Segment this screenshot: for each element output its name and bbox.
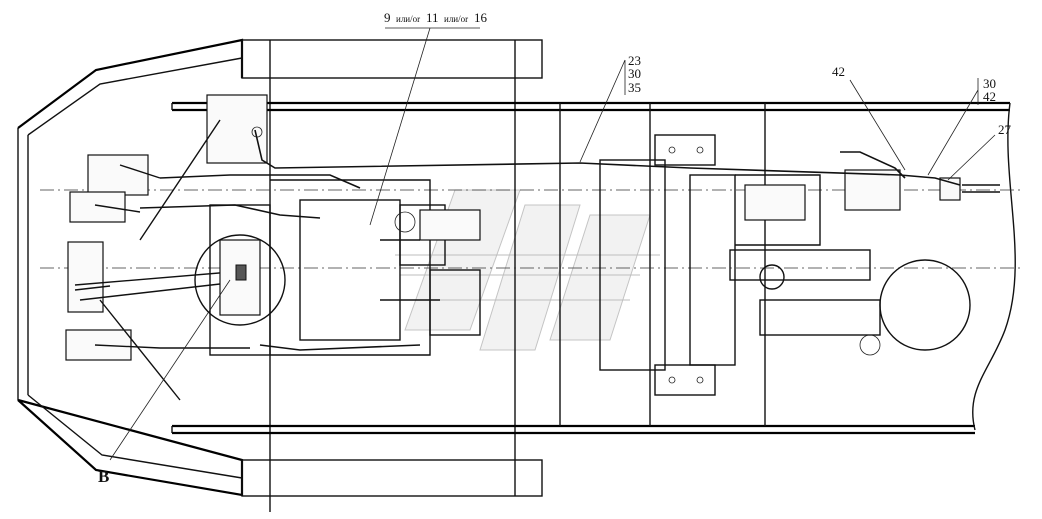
- callout-23: 23: [628, 53, 641, 68]
- callout-group-23-30-35: 23 30 35: [628, 53, 641, 95]
- callout-42: 42: [832, 64, 845, 79]
- view-label-b: B: [98, 467, 109, 486]
- callout-label-9-11-16: 9 или/or 11 или/or 16: [384, 10, 488, 25]
- callout-leaders: [109, 27, 996, 461]
- callout-30: 30: [628, 66, 641, 81]
- cable-harness: [139, 129, 961, 351]
- callout-9: 9: [384, 10, 391, 25]
- callout-11: 11: [426, 10, 439, 25]
- callout-42-right: 42: [983, 89, 996, 104]
- callout-sep-1: или/or: [396, 14, 420, 24]
- callout-group-30-42: 30 42: [983, 76, 996, 104]
- frame-rails: [171, 101, 1016, 435]
- callout-30-right: 30: [983, 76, 996, 91]
- engine-assembly: [599, 134, 1000, 396]
- callout-16: 16: [474, 10, 488, 25]
- left-mount-brackets: [65, 94, 268, 401]
- callout-sep-2: или/or: [444, 14, 468, 24]
- callout-35: 35: [628, 80, 641, 95]
- callout-27: 27: [998, 122, 1012, 137]
- transmission-assembly: [194, 179, 481, 356]
